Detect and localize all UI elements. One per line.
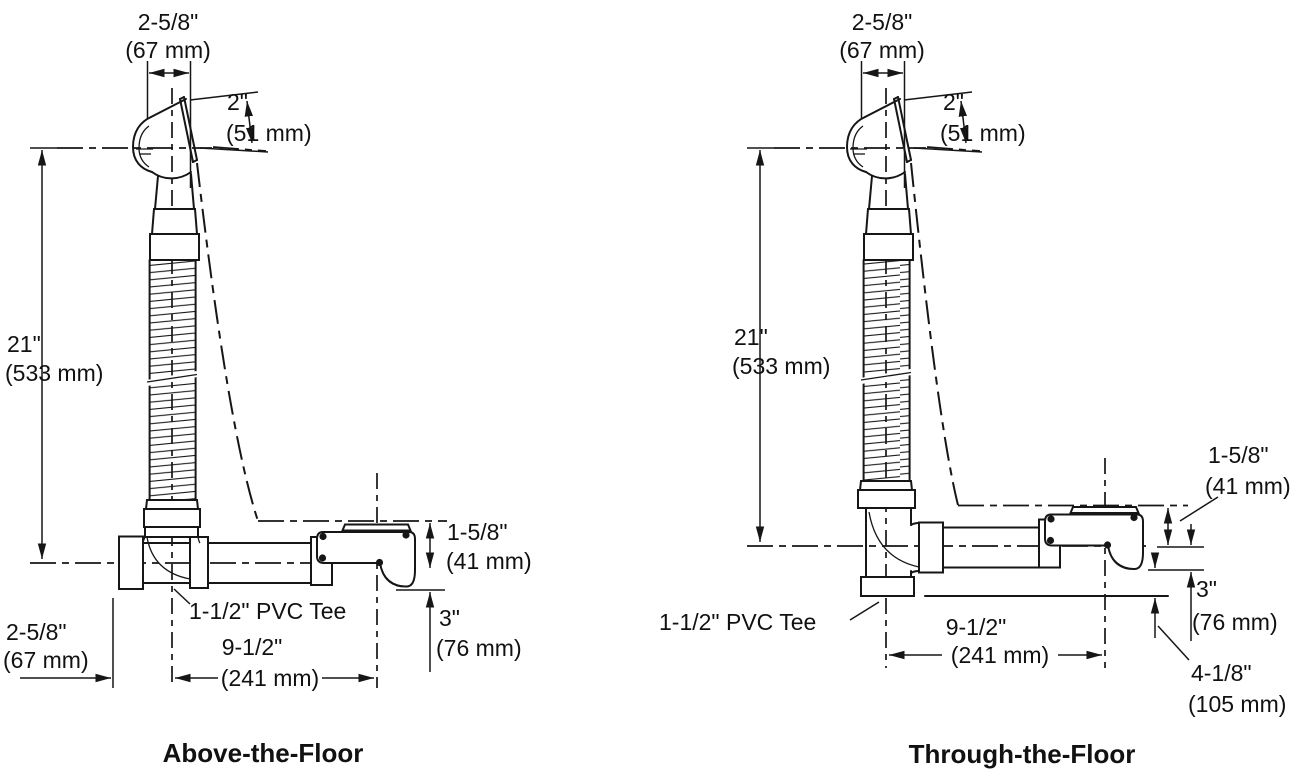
tee-label: 1-1/2" PVC Tee [659,609,816,635]
dim-label-metric: (41 mm) [1205,473,1291,499]
dim-label-metric: (76 mm) [1192,609,1278,635]
dim-label: 3" [1196,576,1217,602]
dim-label: 2" [227,89,248,115]
dim-label-metric: (533 mm) [732,353,830,379]
diagram-above-the-floor: 2-5/8" (67 mm) 2" (51 mm) 21" (533 mm) 1… [3,9,532,768]
dim-label-metric: (105 mm) [1188,691,1286,717]
label-pvc-tee: 1-1/2" PVC Tee [659,601,880,635]
dim-label-metric: (41 mm) [446,548,532,574]
dim-label-metric: (67 mm) [125,37,211,63]
dim-overflow-width: 2-5/8" (67 mm) [839,9,925,188]
dim-horizontal-run: 9-1/2" (241 mm) [175,634,374,691]
dim-label-metric: (51 mm) [226,120,312,146]
overflow-elbow [846,96,914,261]
dim-label: 9-1/2" [946,614,1007,640]
caption-through-the-floor: Through-the-Floor [909,739,1136,769]
dim-overall-height: 21" (533 mm) [732,146,981,542]
dim-outlet-drop: 3" (76 mm) [1148,524,1278,641]
drain-elbow [310,523,416,588]
dim-label: 2-5/8" [138,9,199,35]
waste-pipe [207,542,313,584]
dim-label: 1-5/8" [447,519,508,545]
dim-overflow-outlet: 2" (51 mm) [903,89,1026,153]
dim-label-metric: (67 mm) [3,647,89,673]
dim-label: 2-5/8" [6,619,67,645]
caption-above-the-floor: Above-the-Floor [163,738,364,768]
dim-label: 2-5/8" [852,9,913,35]
dim-overflow-width: 2-5/8" (67 mm) [125,9,211,188]
dim-horizontal-run: 9-1/2" (241 mm) [889,614,1102,668]
tee-label: 1-1/2" PVC Tee [189,598,346,624]
tub-wall-outline [196,162,259,522]
dim-label: 21" [7,331,41,357]
dim-label: 9-1/2" [222,634,283,660]
waste-pipe [942,526,1041,569]
tub-wall-outline [910,162,959,506]
pvc-tee [118,499,209,590]
label-pvc-tee: 1-1/2" PVC Tee [173,588,346,624]
dim-label: 4-1/8" [1191,660,1252,686]
corrugated-hose [860,259,912,482]
dim-label: 3" [439,605,460,631]
dim-overall-height: 21" (533 mm) [5,146,267,559]
dim-label: 21" [734,324,768,350]
dim-drain-lip: 1-5/8" (41 mm) [1163,442,1291,545]
dim-drain-lip: 1-5/8" (41 mm) [425,519,532,574]
diagram-through-the-floor: 2-5/8" (67 mm) 2" (51 mm) 21" (533 mm) 1… [659,9,1291,769]
dim-tee-offset: 2-5/8" (67 mm) [3,598,114,688]
dim-overflow-outlet: 2" (51 mm) [189,89,312,153]
dim-label-metric: (533 mm) [5,360,103,386]
dim-label-metric: (241 mm) [951,642,1049,668]
dim-label-metric: (241 mm) [221,665,319,691]
dim-label: 2" [943,89,964,115]
pvc-tee [857,480,944,597]
corrugated-hose [146,259,198,501]
dim-label: 1-5/8" [1208,442,1269,468]
dim-label-metric: (51 mm) [940,120,1026,146]
dim-label-metric: (76 mm) [436,635,522,661]
dim-floor-offset: 4-1/8" (105 mm) [1150,552,1286,717]
dim-label-metric: (67 mm) [839,37,925,63]
overflow-elbow [132,96,200,261]
dim-outlet-drop: 3" (76 mm) [396,589,522,672]
drain-elbow [1038,506,1144,571]
